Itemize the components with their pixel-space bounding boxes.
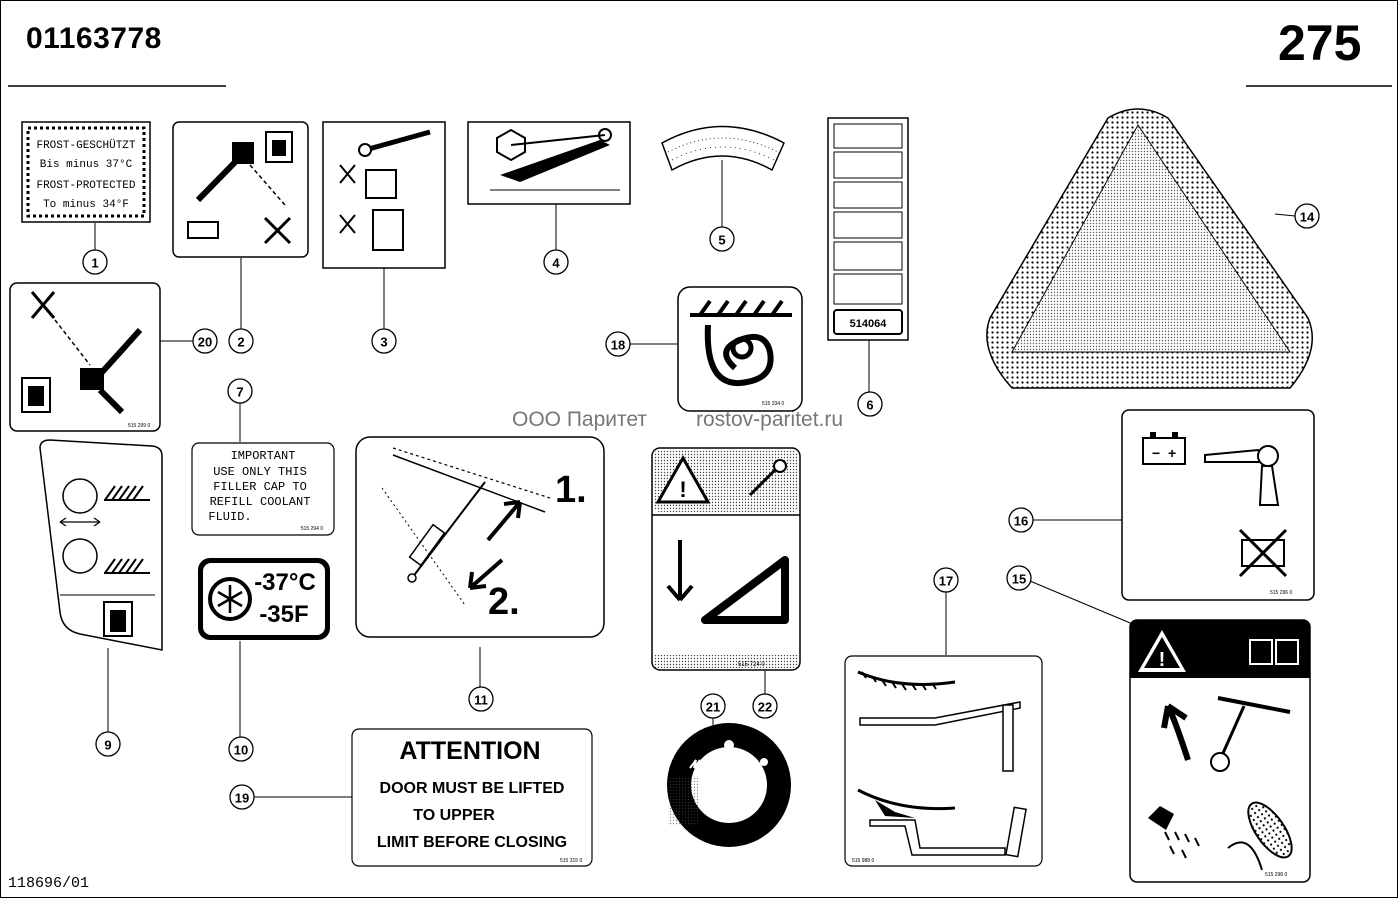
label-16-battery-switch: − + 515 296 0 (1121, 409, 1315, 601)
callout-22: 22 (752, 693, 778, 719)
svg-text:1: 1 (91, 256, 98, 271)
warning-exclamation-icon-15: ! (1159, 649, 1166, 671)
attention-line-3: LIMIT BEFORE CLOSING (377, 834, 567, 851)
code-18: 515 334 0 (762, 401, 784, 407)
callout-10: 10 (228, 736, 254, 762)
important-line-1: USE ONLY THIS (213, 465, 307, 479)
label-11-strut-steps: 1. 2. (355, 436, 605, 638)
label-18-entanglement-warning: 515 334 0 (677, 286, 803, 412)
label-15-warning-moving-parts: ! 515 298 0 (1129, 619, 1311, 883)
callout-3: 3 (371, 328, 397, 354)
label-9-control-panel (39, 439, 163, 651)
svg-text:15: 15 (1012, 572, 1026, 587)
label-5-arc-scale (661, 125, 785, 172)
callout-7: 7 (227, 378, 253, 404)
code-22: 515 724 0 (738, 662, 765, 668)
callout-2: 2 (228, 328, 254, 354)
coolant-fahrenheit: -35F (259, 601, 308, 628)
code-16: 515 296 0 (1270, 590, 1292, 596)
warning-exclamation-icon: ! (679, 477, 686, 502)
page-number: 275 (1278, 15, 1362, 71)
svg-text:9: 9 (104, 738, 111, 753)
attention-title: ATTENTION (399, 737, 540, 765)
important-code: 515 294 0 (301, 526, 323, 532)
callout-17: 17 (933, 567, 959, 593)
svg-text:22: 22 (758, 700, 772, 715)
code-20: 515 299 0 (128, 423, 150, 429)
svg-text:10: 10 (234, 743, 248, 758)
watermark-site: rostov-paritet.ru (696, 408, 844, 431)
svg-text:2: 2 (237, 335, 244, 350)
battery-plus: + (1168, 445, 1176, 461)
important-title: IMPORTANT (231, 449, 296, 463)
frost-line-3: FROST-PROTECTED (36, 180, 135, 192)
svg-text:6: 6 (866, 398, 873, 413)
svg-text:17: 17 (939, 574, 953, 589)
label-21-ring-decal (667, 723, 791, 847)
attention-line-2: TO UPPER (413, 807, 495, 824)
important-line-4: FLUID. (208, 510, 251, 524)
callout-19: 19 (229, 784, 255, 810)
callout-11: 11 (468, 686, 494, 712)
drawing-reference: 118696/01 (8, 875, 90, 892)
label-10-coolant-temperature: -37°C -35F (198, 558, 330, 640)
svg-text:5: 5 (718, 233, 725, 248)
callout-15: 15 (1006, 565, 1032, 591)
label-19-attention-door: ATTENTION DOOR MUST BE LIFTED TO UPPER L… (351, 728, 593, 867)
label-17-reel-diagram: 515 988 0 (844, 655, 1043, 867)
svg-text:16: 16 (1014, 514, 1028, 529)
label-14-warning-triangle (986, 108, 1313, 389)
code-17: 515 988 0 (852, 858, 874, 864)
label-3-instruction-pictograms (322, 121, 446, 269)
svg-text:21: 21 (706, 700, 720, 715)
callout-6: 6 (857, 391, 883, 417)
svg-text:20: 20 (198, 335, 212, 350)
callout-20: 20 (192, 328, 218, 354)
label-1-frost-protected: FROST-GESCHÜTZT Bis minus 37°C FROST-PRO… (21, 121, 151, 223)
document-number: 01163778 (26, 22, 162, 55)
callout-1: 1 (82, 249, 108, 275)
frost-line-1: FROST-GESCHÜTZT (36, 139, 135, 152)
code-15: 515 298 0 (1265, 872, 1287, 878)
callout-14: 14 (1294, 203, 1320, 229)
svg-text:7: 7 (236, 385, 243, 400)
step-1-label: 1. (555, 469, 587, 511)
label-7-important-notice: IMPORTANT USE ONLY THIS FILLER CAP TO RE… (191, 442, 335, 536)
important-line-3: REFILL COOLANT (210, 495, 311, 509)
strip-code: 514064 (850, 318, 888, 330)
step-2-label: 2. (488, 581, 520, 623)
svg-text:3: 3 (380, 335, 387, 350)
callout-16: 16 (1008, 507, 1034, 533)
callout-4: 4 (543, 249, 569, 275)
label-6-instruction-strip: 514064 (827, 117, 909, 341)
svg-text:18: 18 (611, 338, 625, 353)
watermark-company: ООО Паритет (512, 408, 648, 431)
label-20-lever-pictogram (9, 282, 161, 432)
callout-9: 9 (95, 731, 121, 757)
callout-18: 18 (605, 331, 631, 357)
important-line-2: FILLER CAP TO (213, 480, 307, 494)
callout-5: 5 (709, 226, 735, 252)
callouts: 1 2 3 4 5 6 7 9 10 11 14 15 16 17 18 19 … (82, 203, 1320, 810)
frost-line-4: To minus 34°F (43, 199, 129, 211)
attention-code: 515 315 0 (560, 858, 582, 864)
attention-line-1: DOOR MUST BE LIFTED (380, 780, 565, 797)
label-4-chain-diagram (467, 121, 631, 205)
label-22-lowering-warning: ! 515 724 0 (651, 447, 801, 671)
label-2-lever-pictogram (172, 121, 309, 258)
frost-line-2: Bis minus 37°C (40, 159, 133, 171)
leader-lines (94, 160, 1296, 798)
svg-text:19: 19 (235, 791, 249, 806)
callout-21: 21 (700, 693, 726, 719)
svg-text:11: 11 (474, 693, 488, 708)
svg-text:14: 14 (1300, 210, 1315, 225)
battery-minus: − (1152, 445, 1160, 461)
coolant-celsius: -37°C (254, 569, 316, 596)
svg-text:4: 4 (552, 256, 560, 271)
